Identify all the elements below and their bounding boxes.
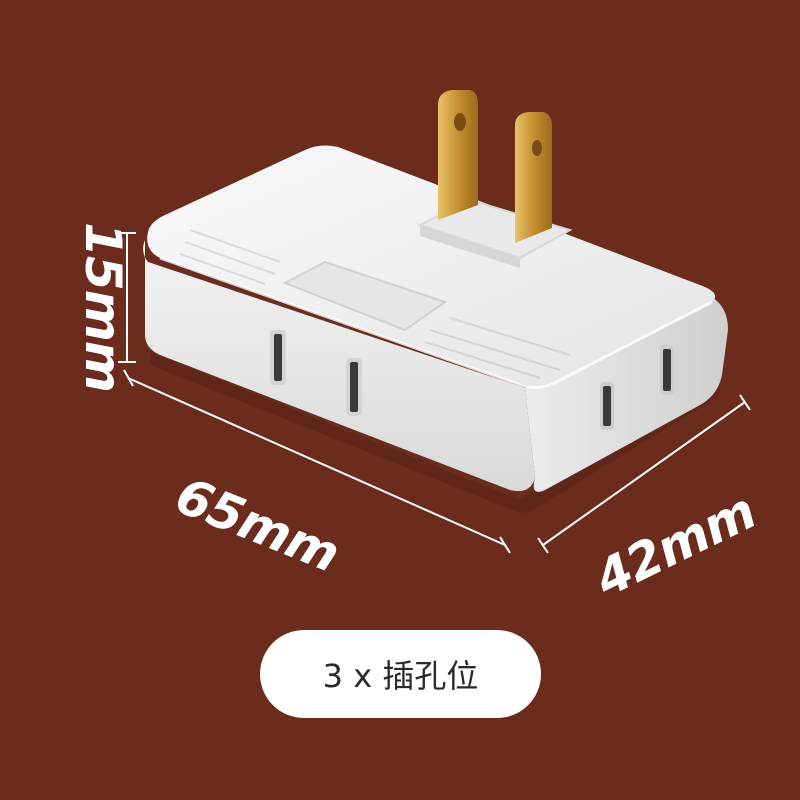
dimension-line-height (118, 232, 136, 363)
plug-prongs (438, 90, 552, 243)
caption-pill: 3 x 插孔位 (260, 630, 541, 718)
dimension-line-length (123, 369, 511, 554)
prong-left (438, 90, 478, 220)
power-adapter (143, 145, 728, 515)
prong-right (515, 112, 552, 243)
embossed-panel (282, 260, 448, 332)
dimension-height-label: 15mm (73, 222, 132, 392)
socket-slots (270, 330, 674, 430)
adapter-top-face (147, 145, 716, 388)
dimension-line-width (537, 394, 751, 554)
caption-text: 3 x 插孔位 (322, 657, 479, 695)
adapter-side-face (525, 292, 728, 492)
adapter-front-face (143, 240, 536, 492)
